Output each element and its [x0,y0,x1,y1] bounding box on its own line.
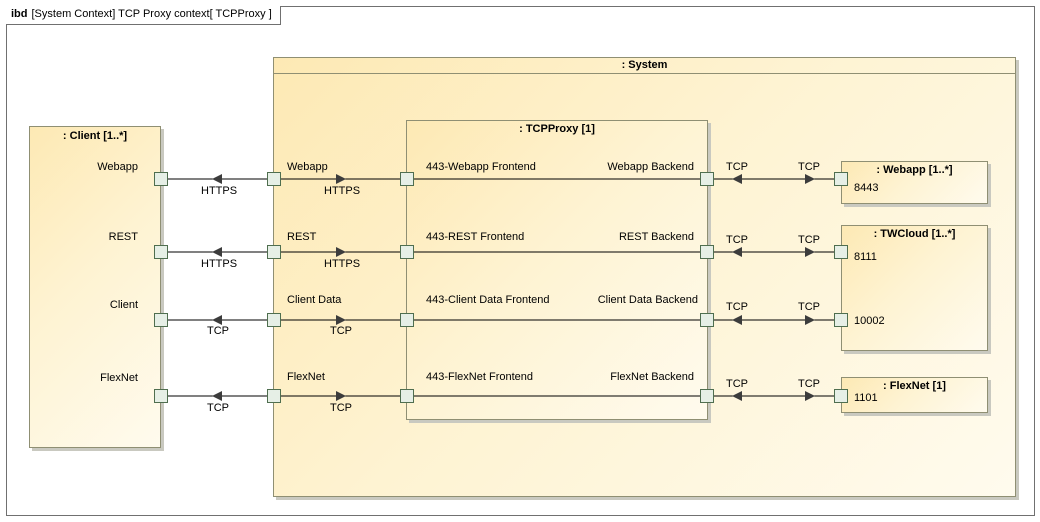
tcpproxy-part[interactable]: : TCPProxy [1] [406,120,708,420]
arrowhead [212,247,222,257]
proxy-frontend-port-webapp[interactable] [400,172,414,186]
client-port-webapp[interactable] [154,172,168,186]
twcloud-port-8111[interactable] [834,245,848,259]
flexnet-part[interactable]: : FlexNet [1] [841,377,988,413]
arrowhead [212,315,222,325]
arrowhead [732,315,742,325]
arrowhead [805,174,815,184]
webapp-port-8443[interactable] [834,172,848,186]
diagram-title: [System Context] TCP Proxy context[ TCPP… [31,8,272,20]
connector-label: HTTPS [324,258,361,270]
arrowhead [336,174,346,184]
system-port-flexnet[interactable] [267,389,281,403]
connector-label: TCP [330,325,352,337]
flexnet-port-label: 1101 [854,392,878,404]
tcpproxy-part-title: : TCPProxy [1] [519,123,595,135]
diagram-kind: ibd [11,8,28,20]
client-port-label: Client [109,299,138,311]
arrowhead [732,247,742,257]
twcloud-port-label: 10002 [854,315,885,327]
client-part[interactable]: : Client [1..*] [29,126,161,448]
proxy-frontend-label: 443-FlexNet Frontend [426,371,533,383]
system-port-label: REST [287,231,317,243]
client-port-label: FlexNet [100,372,138,384]
proxy-frontend-label: 443-Client Data Frontend [426,294,550,306]
proxy-backend-label: REST Backend [618,231,694,243]
proxy-frontend-label: 443-REST Frontend [426,231,525,243]
arrowhead [805,247,815,257]
connector-label: TCP [798,161,820,173]
connector-label: HTTPS [201,258,238,270]
arrowhead [336,247,346,257]
connector-label: TCP [726,378,748,390]
webapp-part-title: : Webapp [1..*] [876,164,953,176]
diagram-frame [6,6,1035,516]
proxy-backend-port-rest[interactable] [700,245,714,259]
connector-label: TCP [798,301,820,313]
connector-label: TCP [207,325,229,337]
flexnet-port-1101[interactable] [834,389,848,403]
connector-label: TCP [330,402,352,414]
connector-label: TCP [726,234,748,246]
proxy-backend-label: FlexNet Backend [610,371,694,383]
proxy-backend-label: Client Data Backend [597,294,698,306]
proxy-frontend-port-client-data[interactable] [400,313,414,327]
system-port-rest[interactable] [267,245,281,259]
connector-label: HTTPS [324,185,361,197]
connector-label: TCP [207,402,229,414]
proxy-backend-port-webapp[interactable] [700,172,714,186]
arrowhead [212,391,222,401]
arrowhead [732,391,742,401]
twcloud-part-title: : TWCloud [1..*] [873,228,956,240]
client-port-label: REST [108,231,138,243]
webapp-port-label: 8443 [854,182,879,194]
proxy-backend-port-flexnet[interactable] [700,389,714,403]
connector-label: TCP [726,301,748,313]
arrowhead [805,315,815,325]
arrowhead [212,174,222,184]
connector-label: HTTPS [201,185,238,197]
diagram-frame-label: ibd[System Context] TCP Proxy context[ T… [6,6,281,25]
proxy-frontend-label: 443-Webapp Frontend [426,161,536,173]
system-port-webapp[interactable] [267,172,281,186]
system-part-title: : System [274,58,1015,74]
connector-label: TCP [798,234,820,246]
system-port-client-data[interactable] [267,313,281,327]
system-port-label: Client Data [287,294,342,306]
client-port-client[interactable] [154,313,168,327]
arrowhead [732,174,742,184]
connector-label: TCP [726,161,748,173]
twcloud-port-10002[interactable] [834,313,848,327]
system-port-label: Webapp [287,161,328,173]
proxy-frontend-port-flexnet[interactable] [400,389,414,403]
twcloud-port-label: 8111 [854,251,877,263]
flexnet-part-title: : FlexNet [1] [883,380,946,392]
arrowhead [805,391,815,401]
proxy-backend-port-client-data[interactable] [700,313,714,327]
webapp-part[interactable]: : Webapp [1..*] [841,161,988,204]
proxy-backend-label: Webapp Backend [607,161,694,173]
proxy-frontend-port-rest[interactable] [400,245,414,259]
client-port-flexnet[interactable] [154,389,168,403]
arrowhead [336,391,346,401]
system-port-label: FlexNet [287,371,325,383]
client-part-title: : Client [1..*] [62,130,128,142]
client-port-rest[interactable] [154,245,168,259]
connector-label: TCP [798,378,820,390]
twcloud-part[interactable]: : TWCloud [1..*] [841,225,988,351]
arrowhead [336,315,346,325]
client-port-label: Webapp [97,161,138,173]
